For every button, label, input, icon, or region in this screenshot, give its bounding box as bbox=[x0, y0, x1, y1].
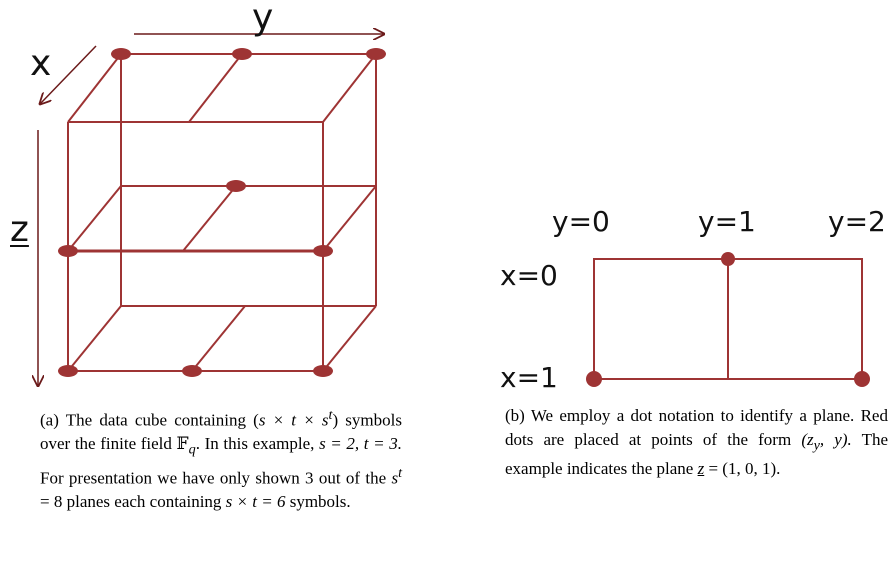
caption-b-plane-val: = (1, 0, 1). bbox=[704, 459, 781, 479]
z-axis-label: z bbox=[10, 209, 29, 250]
caption-a-text6: symbols. bbox=[289, 492, 351, 512]
caption-a-planes-eq: = 8 bbox=[40, 492, 63, 512]
cube-dot bbox=[313, 365, 333, 377]
caption-a-dims-sup: t bbox=[328, 407, 333, 423]
plane-dot bbox=[721, 252, 735, 266]
cube-dot bbox=[226, 180, 246, 192]
label-x0: x=0 bbox=[500, 259, 558, 292]
caption-b-text2: The example indicates the plane bbox=[505, 429, 888, 479]
data-cube bbox=[67, 53, 377, 372]
y-axis-label: y bbox=[252, 0, 274, 38]
cube-dot bbox=[232, 48, 252, 60]
cube-dot bbox=[182, 365, 202, 377]
plane-grid bbox=[593, 258, 863, 380]
x-axis-label: x bbox=[30, 43, 52, 84]
caption-a-field-sub: q bbox=[188, 441, 196, 458]
caption-b-tag: (b) bbox=[505, 406, 525, 425]
caption-a-tag: (a) bbox=[40, 410, 59, 430]
caption-a-text5: planes each containing bbox=[66, 492, 222, 512]
caption-a-symbols: s × t = 6 bbox=[225, 492, 286, 512]
caption-b-text1: We employ a dot notation to identify a p… bbox=[505, 406, 888, 449]
cube-dot bbox=[366, 48, 386, 60]
caption-b-point-sub: y bbox=[813, 436, 820, 453]
plane-dot bbox=[854, 371, 870, 387]
label-x1: x=1 bbox=[500, 361, 558, 394]
caption-a-st: s = 2, t = 3. bbox=[319, 434, 403, 454]
cube-dot bbox=[313, 245, 333, 257]
caption-b-plane-z: z bbox=[697, 459, 705, 479]
figure-drawing bbox=[0, 0, 870, 400]
caption-a-dims: s × t × s bbox=[258, 410, 329, 430]
label-y1: y=1 bbox=[698, 205, 756, 238]
caption-a: (a) The data cube containing (s × t × st… bbox=[40, 407, 403, 512]
caption-a-field: 𝔽 bbox=[176, 434, 189, 454]
caption-a-text4: For presentation we have only shown 3 ou… bbox=[40, 468, 387, 488]
cube-dot bbox=[58, 245, 78, 257]
x-axis-arrow bbox=[40, 45, 97, 104]
plane-dots bbox=[586, 252, 870, 387]
caption-a-planes: s bbox=[391, 468, 399, 488]
caption-a-text2: ) symbols over the finite field bbox=[40, 410, 402, 454]
caption-b-point-end: , y). bbox=[819, 429, 852, 449]
cube-dot bbox=[111, 48, 131, 60]
caption-a-text1: The data cube containing ( bbox=[65, 410, 259, 430]
caption-a-text3: In this example, bbox=[204, 434, 315, 454]
cube-dots bbox=[58, 48, 386, 377]
caption-b: (b) We employ a dot notation to identify… bbox=[505, 404, 888, 481]
caption-a-planes-sup: t bbox=[398, 465, 402, 482]
label-y2: y=2 bbox=[828, 205, 886, 238]
cube-dot bbox=[58, 365, 78, 377]
label-y0: y=0 bbox=[552, 205, 610, 238]
caption-b-point: (z bbox=[801, 429, 814, 449]
plane-dot bbox=[586, 371, 602, 387]
